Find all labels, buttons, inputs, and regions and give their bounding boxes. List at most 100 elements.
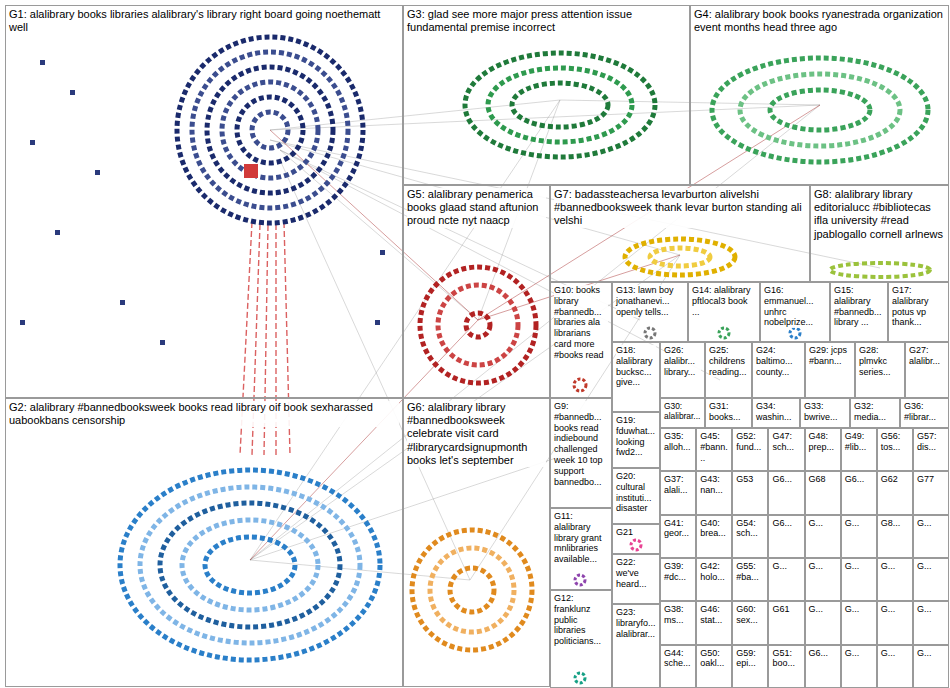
group-label: G2: alalibrary #bannedbooksweek books re… [9, 401, 399, 427]
group-label: G35: alloh... [664, 431, 692, 453]
group-label: G27: alalibr... [909, 345, 945, 367]
group-panel: G12: franklunz public libraries politici… [550, 590, 612, 688]
vertex-ring [465, 53, 655, 157]
group-panel: G30: alalibrar... [660, 398, 705, 428]
group-label: G60: sex... [736, 604, 764, 626]
group-label: G57: dis... [917, 431, 945, 453]
group-panel: G18: alalibrary bucksc... give... [612, 342, 660, 412]
group-label: G61 [772, 604, 800, 615]
group-label: G43: nan... [700, 474, 728, 496]
vertex-ring [450, 568, 494, 612]
group-label: G... [881, 648, 909, 659]
group-panel: G1: alalibrary books libraries alalibrar… [5, 5, 403, 398]
vertex-ring [625, 239, 735, 275]
group-panel: G24: baltimo... county... [752, 342, 805, 398]
group-label: G53 [736, 474, 764, 485]
group-panel: G11: alalibrary library grant mnlibrarie… [550, 508, 612, 590]
group-label: G11: alalibrary library grant mnlibrarie… [554, 511, 608, 565]
group-label: G... [772, 561, 800, 572]
vertex-ring [645, 328, 655, 338]
group-label: G44: sche... [664, 648, 692, 670]
group-label: G12: franklunz public libraries politici… [554, 593, 608, 647]
group-label: G59: epi... [736, 648, 764, 670]
group-label: G55: #ba... [736, 561, 764, 583]
group-panel: G38: ms... [660, 601, 696, 644]
group-panel: G29: jcps #bann... [805, 342, 855, 398]
vertex-ring [177, 37, 363, 223]
group-panel: G61 [768, 601, 804, 644]
group-label: G15: alalibrary #bannedb... library ... [834, 285, 884, 328]
edge-line [270, 105, 820, 130]
group-panel: G43: nan... [696, 471, 732, 514]
highlight-vertex [244, 164, 258, 178]
group-panel: G6: alalibrary library #bannedbooksweek … [403, 398, 550, 687]
group-label: G34: washin... [756, 401, 796, 423]
group-label: G8: alalibrary library editorialucc #bib… [814, 188, 945, 241]
vertex [20, 320, 25, 325]
group-panel: G... [805, 515, 841, 558]
group-panel: G7: badassteachersa levarburton alivelsh… [550, 185, 810, 282]
group-label: G17: alalibrary potus vp thank... [892, 285, 945, 328]
vertex-ring [488, 68, 632, 142]
vertex-ring [222, 82, 318, 178]
group-label: G28: plmvkc series... [859, 345, 901, 377]
group-label: G41: geor... [664, 518, 692, 540]
group-panel: G19: fduwhat... looking fwd2... [612, 412, 660, 468]
vertex [30, 140, 35, 145]
group-panel: G60: sex... [732, 601, 768, 644]
group-panel: G32: media... [850, 398, 900, 428]
edge-line [280, 150, 478, 320]
group-panel: G37: alali... [660, 471, 696, 514]
group-label: G6: alalibrary library #bannedbooksweek … [407, 401, 546, 467]
group-panel: G47: sch... [768, 428, 804, 471]
group-label: G68 [809, 474, 837, 485]
group-label: G7: badassteachersa levarburton alivelsh… [554, 188, 806, 228]
group-label: G... [881, 604, 909, 615]
vertex-ring [182, 520, 318, 610]
group-label: G... [845, 604, 873, 615]
vertex-ring [120, 470, 380, 660]
group-panel: G... [805, 601, 841, 644]
g6-cluster [412, 530, 532, 650]
group-label: G13: lawn boy jonathanevi... openly tell… [616, 285, 684, 317]
group-panel: G39: #dc... [660, 558, 696, 601]
group-panel: G... [841, 645, 877, 688]
group-label: G45: #bann... [700, 431, 728, 463]
group-label: G31: books... [709, 401, 748, 423]
group-panel: G26: alalibr... library... [660, 342, 705, 398]
group-panel: G62 [877, 471, 913, 514]
group-panel: G59: epi... [732, 645, 768, 688]
darkred-edges [250, 105, 820, 560]
group-panel: G8... [877, 515, 913, 558]
group-label: G37: alali... [664, 474, 692, 496]
g1-outliers [20, 60, 385, 345]
group-panel: G48: prep... [805, 428, 841, 471]
group-panel: G... [841, 558, 877, 601]
group-label: G24: baltimo... county... [756, 345, 801, 377]
group-label: G42: holo... [700, 561, 728, 583]
group-panel: G20: cultural instituti... disaster [612, 468, 660, 524]
group-panel: G22: we've heard... [612, 554, 660, 604]
g2-cluster [120, 470, 380, 660]
vertex-ring [719, 328, 729, 338]
group-label: G77 [917, 474, 945, 485]
group-panel: G31: books... [705, 398, 752, 428]
group-panel: G... [768, 558, 804, 601]
group-label: G6... [845, 474, 873, 485]
group-label: G21 [616, 527, 656, 538]
group-label: G... [845, 518, 873, 529]
group-panel: G5: alalibrary penamerica books glaad st… [403, 185, 550, 398]
group-label: G51: boo... [772, 648, 800, 670]
group-label: G... [917, 518, 945, 529]
group-panel: G23: libraryfo... alalibrar... [612, 604, 660, 688]
group-panel: G9: #bannedb... books read indiebound ch… [550, 398, 612, 508]
group-label: G10: books library #bannedb... libraries… [554, 285, 608, 361]
vertex-ring [140, 487, 360, 643]
group-panel: G6... [768, 515, 804, 558]
vertex-ring [770, 90, 870, 130]
vertex-ring [575, 575, 585, 585]
group-panel: G... [877, 601, 913, 644]
vertex [70, 90, 75, 95]
group-label: G62 [881, 474, 909, 485]
group-label: G1: alalibrary books libraries alalibrar… [9, 8, 399, 34]
